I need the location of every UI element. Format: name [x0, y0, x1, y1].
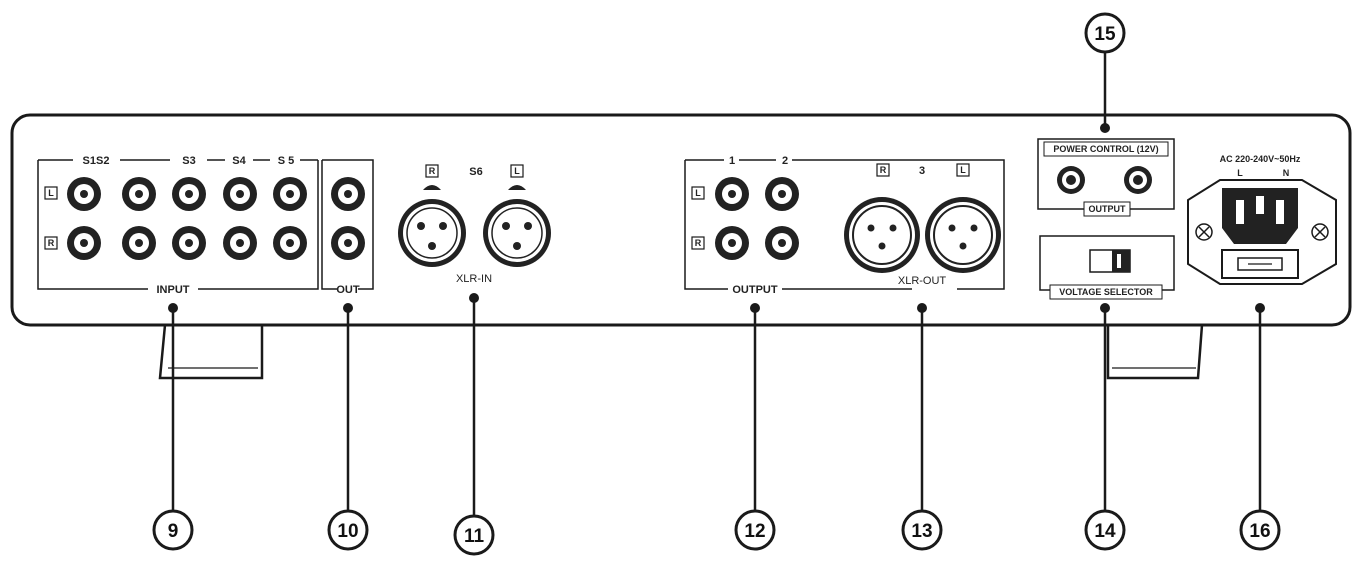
- xlr-in-tag-l: L: [510, 164, 524, 178]
- rca-jack-out1-r: [715, 226, 749, 260]
- xlr-out-tag-r: R: [876, 163, 890, 177]
- out-rca-jacks: [331, 177, 365, 260]
- chassis-rear-panel: [10, 113, 1352, 327]
- right-foot: [1106, 324, 1204, 380]
- label-output-3: 3: [919, 165, 925, 177]
- label-output: OUTPUT: [732, 284, 778, 296]
- callout-16: 16: [1239, 509, 1281, 551]
- svg-text:R: R: [48, 238, 55, 248]
- svg-text:9: 9: [168, 521, 179, 542]
- rca-jack-s5-r: [273, 226, 307, 260]
- voltage-selector-label-box: [1049, 284, 1163, 300]
- rca-jack-s1-r: [67, 226, 101, 260]
- rca-jack-out-l: [331, 177, 365, 211]
- mounting-screw-left-icon: [1195, 223, 1213, 241]
- power-output-box: [1083, 201, 1131, 217]
- label-s4: S4: [232, 155, 246, 167]
- label-xlr-out: XLR-OUT: [898, 275, 947, 287]
- svg-text:L: L: [48, 188, 54, 198]
- rca-jack-out1-l: [715, 177, 749, 211]
- trigger-jack-1: [1057, 166, 1085, 194]
- xlr-out-connectors: [844, 197, 1001, 273]
- svg-text:L: L: [514, 166, 520, 176]
- power-control-title-box: [1043, 141, 1169, 157]
- callout-11: 11: [453, 514, 495, 556]
- fuse-holder: [1221, 249, 1299, 279]
- callout-15: 15: [1084, 12, 1126, 54]
- rca-jack-s3-l: [172, 177, 206, 211]
- label-ac-rating: AC 220-240V~50Hz: [1220, 154, 1301, 164]
- rca-jack-out-r: [331, 226, 365, 260]
- svg-text:12: 12: [744, 521, 765, 542]
- svg-text:16: 16: [1249, 521, 1270, 542]
- rca-jack-s5-l: [273, 177, 307, 211]
- output-channel-r-tag: R: [691, 236, 705, 250]
- svg-text:10: 10: [337, 521, 358, 542]
- label-power-output: OUTPUT: [1089, 204, 1127, 214]
- svg-text:15: 15: [1094, 24, 1116, 45]
- svg-text:R: R: [880, 165, 887, 175]
- rca-jack-s3-r: [172, 226, 206, 260]
- callout-13: 13: [901, 509, 943, 551]
- callout-12: 12: [734, 509, 776, 551]
- xlr-in-tag-r: R: [425, 164, 439, 178]
- rca-jack-s4-r: [223, 226, 257, 260]
- svg-text:L: L: [960, 165, 966, 175]
- callout-10: 10: [327, 509, 369, 551]
- label-output-1: 1: [729, 155, 735, 167]
- xlr-out-tag-l: L: [956, 163, 970, 177]
- label-power-control: POWER CONTROL (12V): [1053, 144, 1158, 154]
- out-group-frame: [321, 159, 374, 290]
- xlr-in-female-r: [398, 185, 466, 267]
- input-group-frame: [37, 159, 319, 290]
- xlr-out-male-r: [844, 197, 920, 273]
- rca-jack-s2-r: [122, 226, 156, 260]
- label-iec-l: L: [1237, 168, 1243, 178]
- ac-inlet: [1187, 179, 1337, 285]
- output-channel-l-tag: L: [691, 186, 705, 200]
- rca-jack-s4-l: [223, 177, 257, 211]
- label-s3: S3: [182, 155, 195, 167]
- svg-text:11: 11: [464, 526, 485, 547]
- left-foot: [158, 324, 264, 380]
- output-rca-jacks: [715, 177, 799, 260]
- rca-jack-out2-l: [765, 177, 799, 211]
- svg-text:R: R: [695, 238, 702, 248]
- xlr-in-connectors: [398, 185, 551, 267]
- callouts: 9 10 11 12 13 14 15 16: [152, 12, 1281, 556]
- label-s6: S6: [469, 166, 482, 178]
- svg-text:13: 13: [911, 521, 932, 542]
- rca-jack-out2-r: [765, 226, 799, 260]
- xlr-in-female-l: [483, 185, 551, 267]
- leader-lines: [171, 52, 1262, 515]
- input-channel-l-tag: L: [44, 186, 58, 200]
- trigger-jack-2: [1124, 166, 1152, 194]
- label-out: OUT: [336, 284, 360, 296]
- leader-dots: [168, 123, 1265, 313]
- svg-text:14: 14: [1094, 521, 1116, 542]
- iec-socket: [1222, 188, 1298, 244]
- voltage-selector-switch: [1089, 249, 1131, 273]
- power-control-jacks: [1057, 166, 1152, 194]
- label-input: INPUT: [157, 284, 190, 296]
- output-group-frame: [684, 159, 1005, 290]
- callout-14: 14: [1084, 509, 1126, 551]
- input-rca-jacks: [67, 177, 307, 260]
- label-output-2: 2: [782, 155, 788, 167]
- label-voltage-selector: VOLTAGE SELECTOR: [1059, 287, 1153, 297]
- rca-jack-s2-l: [122, 177, 156, 211]
- input-channel-r-tag: R: [44, 236, 58, 250]
- rca-jack-s1-l: [67, 177, 101, 211]
- svg-text:L: L: [695, 188, 701, 198]
- label-iec-n: N: [1283, 168, 1290, 178]
- label-s5: S 5: [278, 155, 295, 167]
- svg-text:R: R: [429, 166, 436, 176]
- xlr-out-male-l: [925, 197, 1001, 273]
- label-xlr-in: XLR-IN: [456, 273, 492, 285]
- mounting-screw-right-icon: [1311, 223, 1329, 241]
- label-s1s2: S1S2: [83, 155, 110, 167]
- callout-9: 9: [152, 509, 194, 551]
